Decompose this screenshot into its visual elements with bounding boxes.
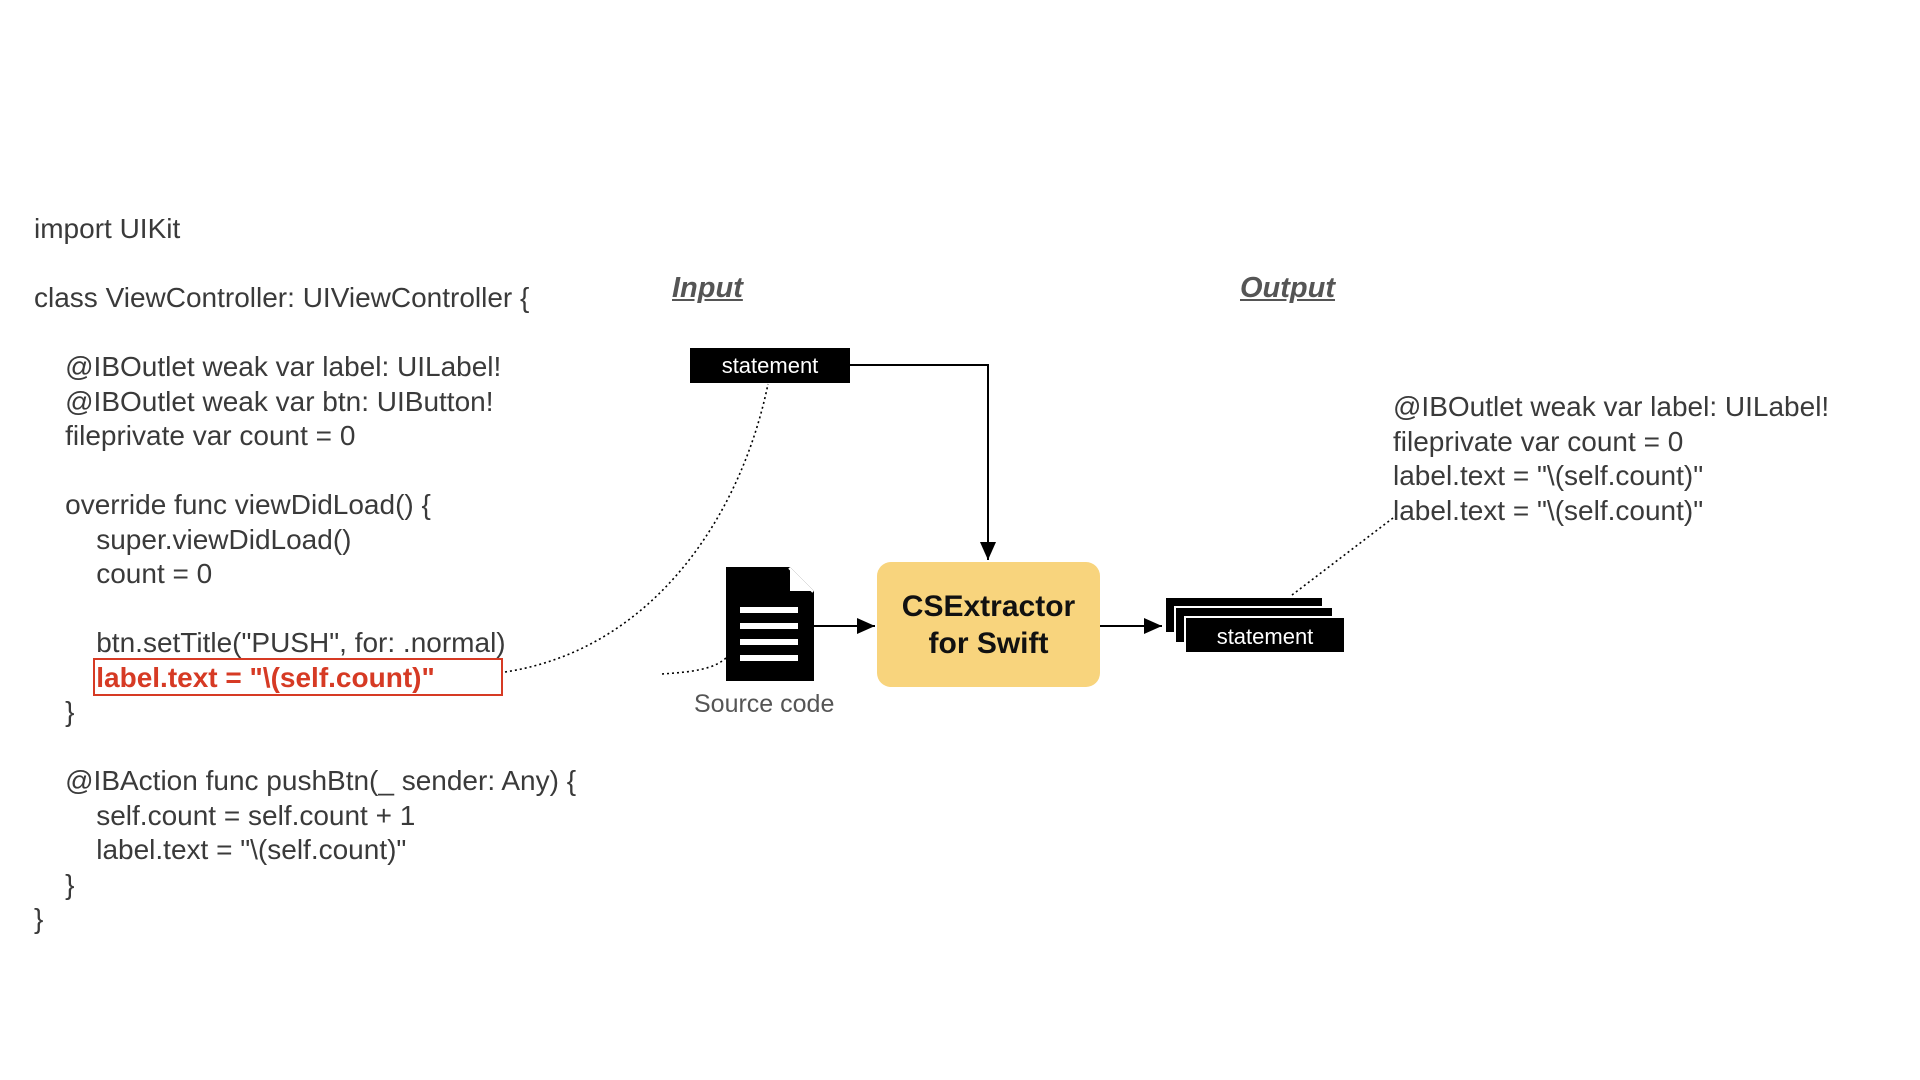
output-line: label.text = "\(self.count)" bbox=[1393, 494, 1704, 526]
code-line: fileprivate var count = 0 bbox=[34, 420, 356, 451]
document-icon bbox=[726, 567, 814, 681]
code-line: @IBAction func pushBtn(_ sender: Any) { bbox=[34, 765, 577, 796]
code-line: label.text = "\(self.count)" bbox=[34, 834, 407, 865]
code-line bbox=[34, 316, 576, 351]
csextractor-box: CSExtractor for Swift bbox=[877, 562, 1100, 687]
code-line: } bbox=[34, 696, 75, 727]
code-line: super.viewDidLoad() bbox=[34, 523, 352, 555]
code-line: self.count = self.count + 1 bbox=[34, 799, 416, 831]
extractor-title-line2: for Swift bbox=[928, 626, 1049, 660]
code-line: btn.setTitle("PUSH", for: .normal) bbox=[34, 627, 506, 658]
output-line: label.text = "\(self.count)" bbox=[1393, 460, 1704, 491]
code-line: @IBOutlet weak var btn: UIButton! bbox=[34, 385, 494, 417]
code-line: } bbox=[34, 868, 75, 900]
code-line bbox=[34, 247, 576, 282]
input-statement-box: statement bbox=[690, 348, 850, 383]
code-line bbox=[34, 454, 576, 489]
code-to-document-dotted-line bbox=[661, 655, 729, 675]
highlighted-code-line: label.text = "\(self.count)" bbox=[34, 661, 435, 693]
extractor-title-line1: CSExtractor bbox=[901, 589, 1076, 623]
code-line: count = 0 bbox=[34, 558, 213, 589]
highlight-box bbox=[93, 658, 503, 696]
code-line bbox=[34, 730, 576, 765]
code-line: import UIKit bbox=[34, 213, 181, 244]
code-line: class ViewController: UIViewController { bbox=[34, 282, 530, 313]
output-heading: Output bbox=[1240, 272, 1336, 304]
code-line: override func viewDidLoad() { bbox=[34, 489, 431, 520]
source-code-listing: import UIKit class ViewController: UIView… bbox=[34, 212, 576, 937]
output-line: fileprivate var count = 0 bbox=[1393, 425, 1684, 457]
input-heading: Input bbox=[672, 272, 743, 304]
output-line: @IBOutlet weak var label: UILabel! bbox=[1393, 391, 1830, 422]
source-code-label: Source code bbox=[694, 690, 835, 718]
output-statement-box: statement bbox=[1184, 616, 1346, 654]
code-line bbox=[34, 592, 576, 627]
statement-to-extractor-arrow bbox=[850, 364, 996, 560]
code-line: } bbox=[34, 903, 44, 934]
output-statement-to-text-dotted-line bbox=[1291, 517, 1394, 596]
output-statements-text: @IBOutlet weak var label: UILabel!filepr… bbox=[1393, 390, 1829, 528]
highlight-to-statement-dotted-line bbox=[504, 383, 769, 673]
code-line: @IBOutlet weak var label: UILabel! bbox=[34, 351, 502, 382]
